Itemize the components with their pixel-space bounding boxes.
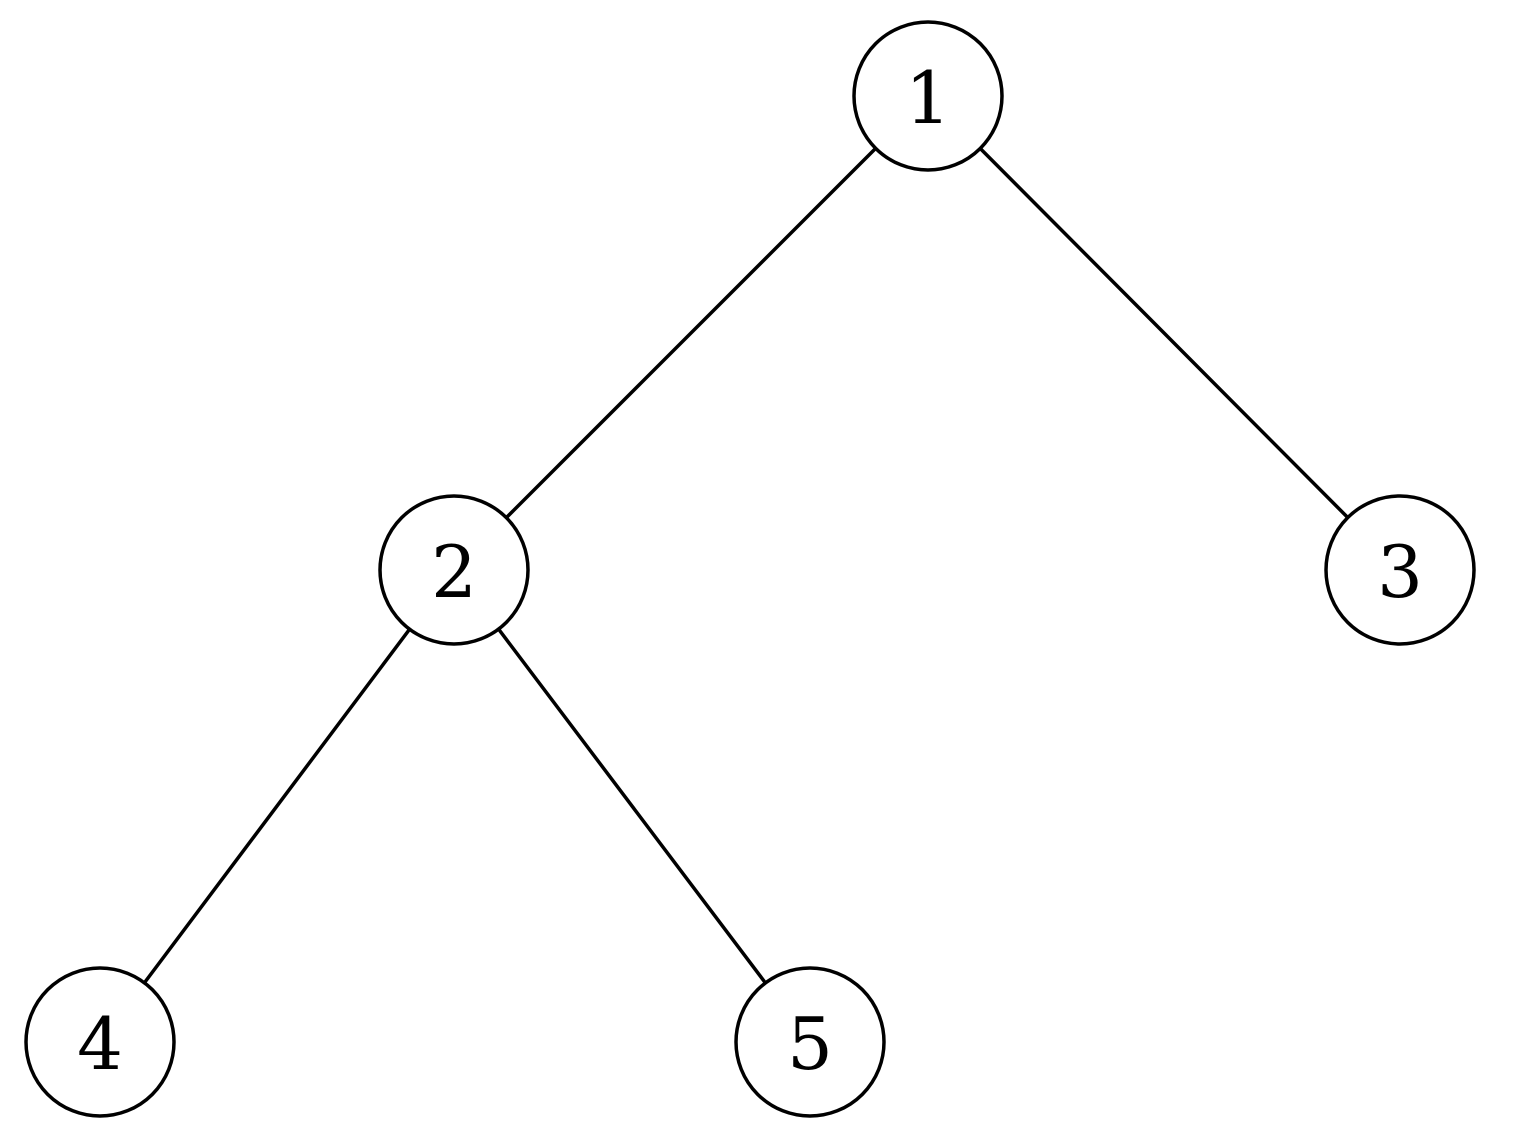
node-label: 1 bbox=[905, 56, 951, 140]
node-circle bbox=[1324, 494, 1476, 646]
edge-1-2 bbox=[452, 94, 930, 572]
tree-node-4: 4 bbox=[24, 966, 176, 1118]
edges bbox=[98, 94, 1402, 1044]
node-label: 3 bbox=[1377, 530, 1423, 614]
node-label: 4 bbox=[77, 1002, 123, 1086]
tree-node-1: 1 bbox=[852, 20, 1004, 172]
node-label: 5 bbox=[787, 1002, 833, 1086]
edge-1-3 bbox=[926, 94, 1402, 572]
node-circle bbox=[378, 494, 530, 646]
nodes: 1 2 3 4 5 bbox=[24, 20, 1476, 1118]
tree-node-5: 5 bbox=[734, 966, 886, 1118]
tree-node-3: 3 bbox=[1324, 494, 1476, 646]
edge-2-4 bbox=[98, 568, 456, 1044]
edge-2-5 bbox=[452, 568, 812, 1044]
node-circle bbox=[852, 20, 1004, 172]
node-circle bbox=[24, 966, 176, 1118]
node-circle bbox=[734, 966, 886, 1118]
tree-node-2: 2 bbox=[378, 494, 530, 646]
node-label: 2 bbox=[431, 530, 477, 614]
